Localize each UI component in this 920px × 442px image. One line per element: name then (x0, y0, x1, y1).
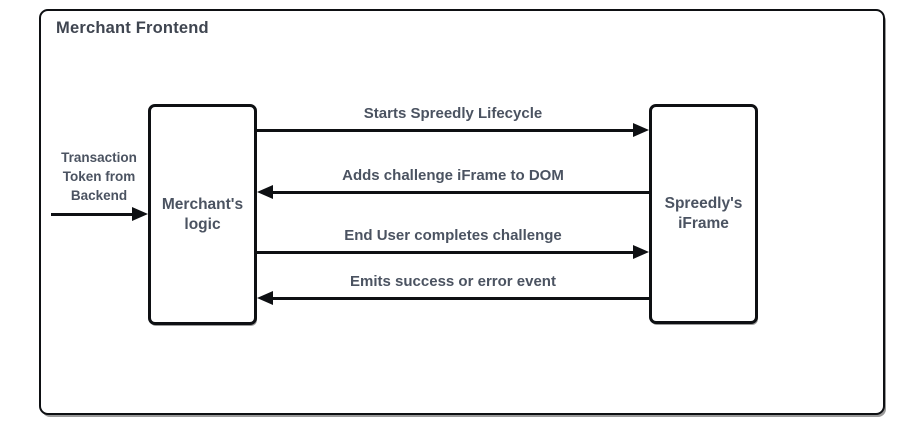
arrow-shaft (51, 212, 136, 216)
message-label-completes-challenge: End User completes challenge (344, 227, 562, 244)
message-label-emits-event: Emits success or error event (350, 273, 556, 290)
message-label-starts-lifecycle: Starts Spreedly Lifecycle (363, 105, 543, 122)
arrow-shaft (269, 190, 649, 194)
arrow-shaft (257, 250, 637, 254)
arrowhead-right-icon (633, 122, 649, 137)
merchant-logic-node: Merchant's logic (148, 104, 257, 325)
input-arrow (51, 206, 148, 222)
message-arrow-1 (257, 122, 649, 138)
arrow-shaft (269, 296, 649, 300)
arrowhead-left-icon (257, 184, 273, 199)
diagram-title: Merchant Frontend (56, 19, 209, 37)
message-arrow-3 (257, 244, 649, 260)
spreedly-iframe-label: Spreedly's iFrame (664, 195, 743, 232)
message-arrow-2 (257, 184, 649, 200)
arrowhead-right-icon (633, 244, 649, 259)
message-arrow-4 (257, 290, 649, 306)
transaction-token-annotation: Transaction Token from Backend (61, 150, 137, 203)
message-label-adds-iframe: Adds challenge iFrame to DOM (342, 167, 564, 184)
spreedly-iframe-node: Spreedly's iFrame (649, 104, 758, 324)
arrow-shaft (257, 128, 637, 132)
arrowhead-left-icon (257, 290, 273, 305)
arrowhead-right-icon (132, 206, 148, 221)
merchant-logic-label: Merchant's logic (161, 195, 244, 233)
